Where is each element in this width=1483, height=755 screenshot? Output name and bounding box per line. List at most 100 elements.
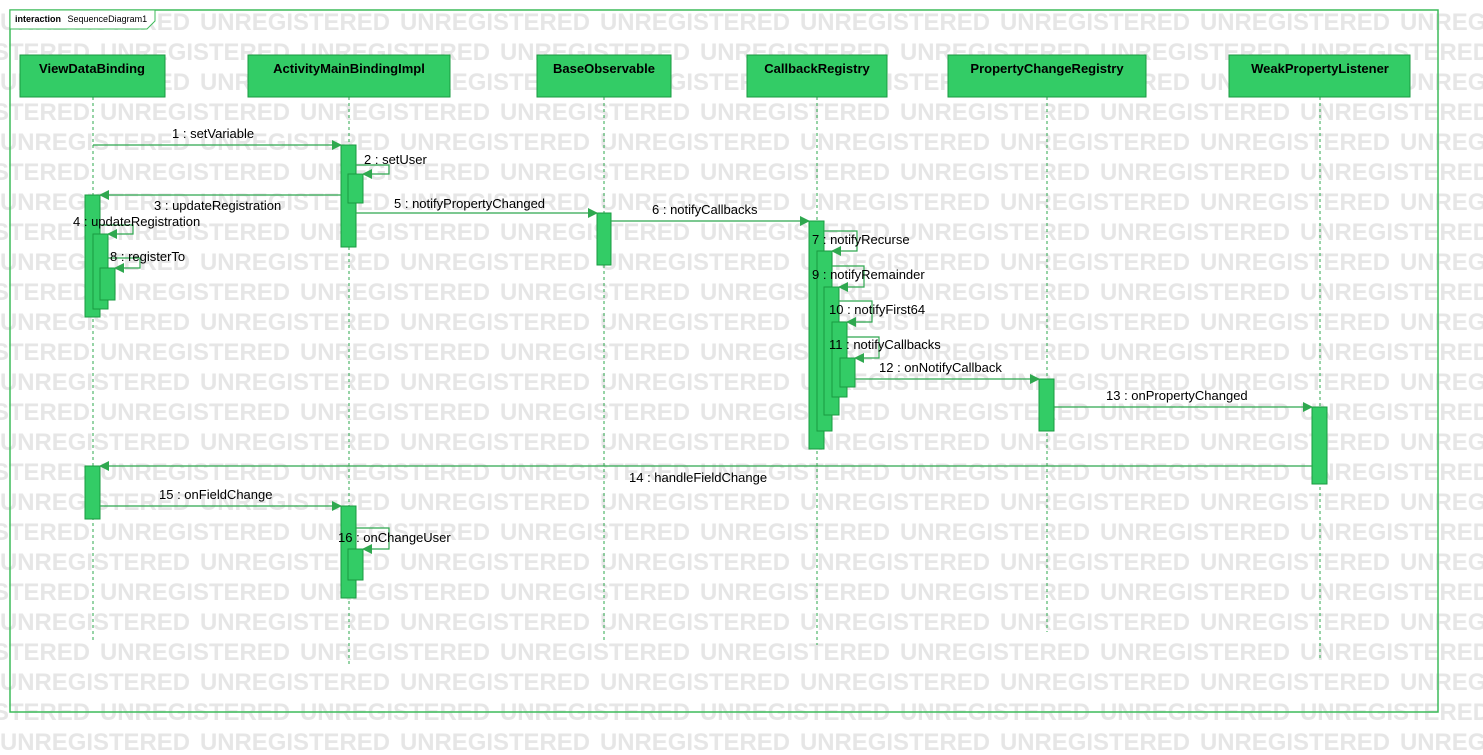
watermark-text: UNREGISTERED	[1000, 129, 1190, 156]
watermark-text: UNREGISTERED	[1100, 639, 1290, 666]
watermark-text: UNREGISTERED	[0, 369, 190, 396]
watermark-text: UNREGISTERED	[0, 549, 190, 576]
watermark-text: UNREGISTERED	[0, 279, 90, 306]
message-arrow-16	[356, 527, 390, 554]
interaction-frame	[9, 9, 1439, 713]
message-arrow-10	[839, 300, 873, 327]
watermark-text: UNREGISTERED	[1000, 729, 1190, 755]
watermark-text: UNREGISTERED	[800, 489, 990, 516]
watermark-text: UNREGISTERED	[1400, 129, 1483, 156]
watermark-text: UNREGISTERED	[1000, 429, 1190, 456]
watermark-text: UNREGISTERED	[1200, 729, 1390, 755]
watermark-text: UNREGISTERED	[200, 9, 390, 36]
watermark-text: UNREGISTERED	[400, 129, 590, 156]
watermark-text: UNREGISTERED	[500, 639, 690, 666]
watermark-text: UNREGISTERED	[1100, 159, 1290, 186]
watermark-text: UNREGISTERED	[1000, 249, 1190, 276]
activation-bar	[1038, 378, 1055, 432]
lifeline-name-vdb: ViewDataBinding	[39, 61, 145, 76]
watermark-text: UNREGISTERED	[1400, 189, 1483, 216]
frame-name: SequenceDiagram1	[68, 14, 148, 24]
message-label-5: 5 : notifyPropertyChanged	[394, 196, 545, 211]
message-label-13: 13 : onPropertyChanged	[1106, 388, 1248, 403]
message-label-2: 2 : setUser	[364, 152, 428, 167]
message-label-15: 15 : onFieldChange	[159, 487, 272, 502]
watermark-text: UNREGISTERED	[0, 99, 90, 126]
watermark-text: UNREGISTERED	[400, 369, 590, 396]
lifeline-head-ambi	[247, 54, 451, 98]
watermark-text: UNREGISTERED	[400, 609, 590, 636]
watermark-text: UNREGISTERED	[900, 399, 1090, 426]
watermark-text: UNREGISTERED	[100, 399, 290, 426]
watermark-text: UNREGISTERED	[900, 339, 1090, 366]
watermark-text: UNREGISTERED	[0, 399, 90, 426]
activation-bar	[347, 548, 364, 581]
watermark: UNREGISTERED UNREGISTERED UNREGISTERED UNRE…	[0, 9, 1483, 755]
watermark-text: UNREGISTERED	[1200, 249, 1390, 276]
watermark-text: UNREGISTERED	[600, 249, 790, 276]
activation-bar	[839, 357, 856, 388]
watermark-text: UNREGISTERED	[700, 159, 890, 186]
message-arrow-8	[108, 257, 141, 273]
watermark-text: UNREGISTERED	[400, 489, 590, 516]
watermark-text: UNREGISTERED	[200, 729, 390, 755]
watermark-text: UNREGISTERED	[1400, 69, 1483, 96]
watermark-text: UNREGISTERED	[600, 729, 790, 755]
watermark-text: UNREGISTERED	[1400, 249, 1483, 276]
message-arrow-9	[832, 265, 865, 292]
watermark-text: UNREGISTERED	[600, 429, 790, 456]
watermark-text: UNREGISTERED	[1200, 309, 1390, 336]
watermark-text: UNREGISTERED	[0, 429, 190, 456]
watermark-text: UNREGISTERED	[0, 339, 90, 366]
watermark-text: UNREGISTERED	[1100, 339, 1290, 366]
activation-bar	[1311, 406, 1328, 485]
watermark-text: UNREGISTERED	[300, 159, 490, 186]
watermark-text: UNREGISTERED	[1000, 669, 1190, 696]
watermark-text: UNREGISTERED	[1300, 159, 1483, 186]
watermark-text: UNREGISTERED	[1400, 609, 1483, 636]
watermark-text: UNREGISTERED	[1100, 219, 1290, 246]
watermark-text: UNREGISTERED	[1400, 729, 1483, 755]
watermark-text: UNREGISTERED	[1300, 519, 1483, 546]
watermark-text: UNREGISTERED	[1300, 99, 1483, 126]
watermark-text: UNREGISTERED	[200, 609, 390, 636]
lifeline-head-pcr	[947, 54, 1147, 98]
watermark-text: UNREGISTERED	[100, 219, 290, 246]
watermark-text: UNREGISTERED	[1200, 9, 1390, 36]
watermark-text: UNREGISTERED	[1100, 99, 1290, 126]
lifeline-name-pcr: PropertyChangeRegistry	[970, 61, 1124, 76]
watermark-text: UNREGISTERED	[200, 309, 390, 336]
watermark-text: UNREGISTERED	[500, 99, 690, 126]
watermark-text: UNREGISTERED	[100, 279, 290, 306]
message-label-3: 3 : updateRegistration	[154, 198, 281, 213]
watermark-text: UNREGISTERED	[500, 339, 690, 366]
watermark-text: UNREGISTERED	[0, 219, 90, 246]
watermark-text: UNREGISTERED	[400, 429, 590, 456]
watermark-text: UNREGISTERED	[1100, 279, 1290, 306]
frame-kind: interaction	[15, 14, 61, 24]
watermark-text: UNREGISTERED	[400, 729, 590, 755]
message-label-4: 4 : updateRegistration	[73, 214, 200, 229]
watermark-text: UNREGISTERED	[900, 459, 1090, 486]
watermark-text: UNREGISTERED	[200, 669, 390, 696]
watermark-text: UNREGISTERED	[800, 609, 990, 636]
watermark-text: UNREGISTERED	[800, 189, 990, 216]
watermark-text: UNREGISTERED	[300, 399, 490, 426]
watermark-text: UNREGISTERED	[200, 369, 390, 396]
watermark-text: UNREGISTERED	[500, 399, 690, 426]
activation-bar	[596, 212, 612, 266]
watermark-text: UNREGISTERED	[1000, 189, 1190, 216]
watermark-text: UNREGISTERED	[800, 9, 990, 36]
watermark-text: UNREGISTERED	[600, 669, 790, 696]
watermark-text: UNREGISTERED	[300, 339, 490, 366]
watermark-text: UNREGISTERED	[200, 129, 390, 156]
watermark-text: UNREGISTERED	[1400, 669, 1483, 696]
watermark-text: UNREGISTERED	[0, 669, 190, 696]
watermark-text: UNREGISTERED	[500, 279, 690, 306]
watermark-text: UNREGISTERED	[100, 519, 290, 546]
watermark-text: UNREGISTERED	[0, 639, 90, 666]
message-label-1: 1 : setVariable	[172, 126, 254, 141]
watermark-text: UNREGISTERED	[1000, 549, 1190, 576]
watermark-text: UNREGISTERED	[800, 429, 990, 456]
lifeline-head-bo	[536, 54, 672, 98]
